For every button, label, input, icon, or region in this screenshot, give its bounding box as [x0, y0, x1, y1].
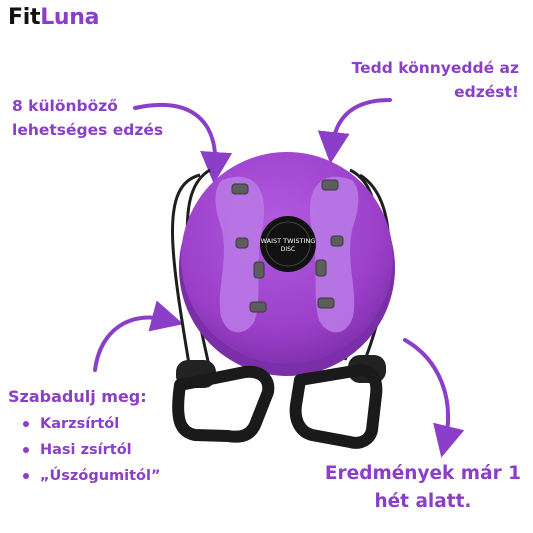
brand-logo: FitLuna	[8, 5, 99, 30]
arrow-to-results	[403, 338, 465, 458]
twisting-disc: WAIST TWISTING DISC	[179, 152, 395, 376]
brand-name-luna: Luna	[40, 5, 100, 30]
list-item: Hasi zsírtól	[8, 437, 161, 463]
arrow-to-disc-left	[133, 102, 233, 184]
callout-workouts-line1: 8 különböző	[12, 97, 118, 115]
callout-results-line2: hét alatt.	[374, 491, 472, 512]
callout-results: Eredmények már 1 hét alatt.	[325, 460, 521, 516]
list-item: „Úszógumitól”	[8, 463, 161, 489]
handle-right	[289, 355, 386, 449]
brand-name-fit: Fit	[8, 5, 41, 30]
list-item: Karzsírtól	[8, 411, 161, 437]
arrow-to-handle-left	[93, 300, 184, 372]
benefit-list: Karzsírtól Hasi zsírtól „Úszógumitól”	[8, 411, 161, 489]
arrow-to-disc-right	[317, 98, 392, 164]
callout-freedom-heading: Szabadulj meg:	[8, 387, 147, 406]
callout-results-line1: Eredmények már 1	[324, 463, 521, 484]
callout-workouts: 8 különböző lehetséges edzés	[12, 94, 163, 142]
handle-left	[172, 360, 275, 443]
callout-easy: Tedd könnyeddé az edzést!	[352, 56, 519, 104]
callout-easy-line1: Tedd könnyeddé az	[351, 59, 519, 77]
callout-easy-line2: edzést!	[454, 83, 519, 101]
callout-workouts-line2: lehetséges edzés	[12, 121, 164, 139]
disc-label-line1: WAIST TWISTING	[261, 237, 316, 245]
callout-freedom: Szabadulj meg: Karzsírtól Hasi zsírtól „…	[8, 385, 161, 489]
disc-label-line2: DISC	[281, 246, 295, 253]
